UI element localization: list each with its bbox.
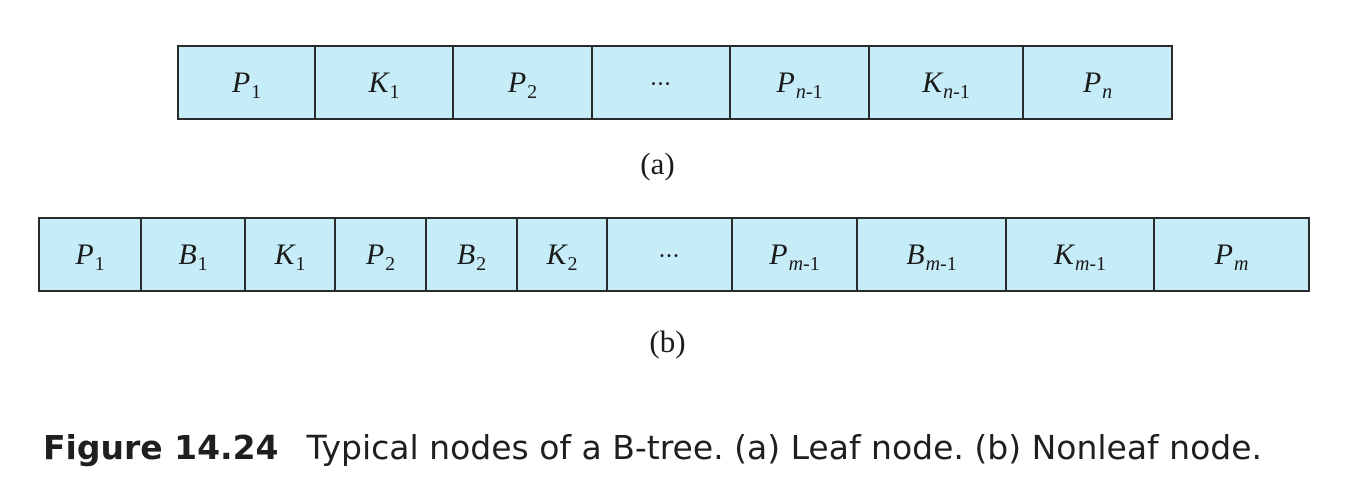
cell-symbol: B: [456, 237, 476, 271]
ellipsis: ...: [650, 65, 672, 91]
cell-subscript: 1: [251, 81, 262, 103]
figure-caption: Figure 14.24 Typical nodes of a B-tree. (…: [43, 428, 1262, 467]
cell-subscript: n-1: [943, 81, 970, 103]
cell-subscript: 1: [295, 253, 306, 275]
cell-subscript: m-1: [788, 253, 820, 275]
cell-symbol: B: [906, 237, 925, 271]
figure-number: Figure 14.24: [43, 428, 279, 467]
cell-subscript: 2: [527, 81, 538, 103]
cell-subscript: 2: [476, 253, 487, 275]
cell-subscript: n: [1102, 81, 1113, 103]
cell-symbol: K: [274, 237, 295, 271]
cell-symbol: P: [769, 237, 788, 271]
cell-subscript: n-1: [795, 81, 823, 103]
cell-subscript: 1: [197, 253, 208, 275]
cell-symbol: P: [75, 237, 94, 271]
cell-symbol: P: [1214, 237, 1233, 271]
cell-subscript: 1: [94, 253, 105, 275]
ellipsis: ...: [659, 237, 680, 263]
leaf-node-ellipsis-cell: ...: [593, 47, 731, 118]
cell-symbol: P: [231, 65, 251, 99]
cell-subscript: 2: [567, 253, 578, 275]
cell-symbol: K: [922, 65, 943, 99]
leaf-node-label: (a): [640, 146, 675, 181]
nonleaf-node-label: (b): [649, 324, 686, 359]
cell-subscript: 1: [389, 81, 400, 103]
cell-symbol: P: [1082, 65, 1102, 99]
caption-text: Typical nodes of a B-tree. (a) Leaf node…: [306, 428, 1263, 467]
cell-subscript: m-1: [1074, 253, 1107, 275]
cell-symbol: K: [1053, 237, 1074, 271]
cell-symbol: K: [546, 237, 567, 271]
cell-symbol: P: [507, 65, 527, 99]
nonleaf-node-ellipsis-cell: ...: [608, 219, 733, 290]
cell-symbol: B: [178, 237, 197, 271]
cell-symbol: K: [368, 65, 389, 99]
cell-symbol: P: [365, 237, 385, 271]
cell-symbol: P: [776, 65, 795, 99]
cell-subscript: m-1: [925, 253, 957, 275]
cell-subscript: 2: [385, 253, 396, 275]
cell-subscript: m: [1233, 253, 1249, 275]
